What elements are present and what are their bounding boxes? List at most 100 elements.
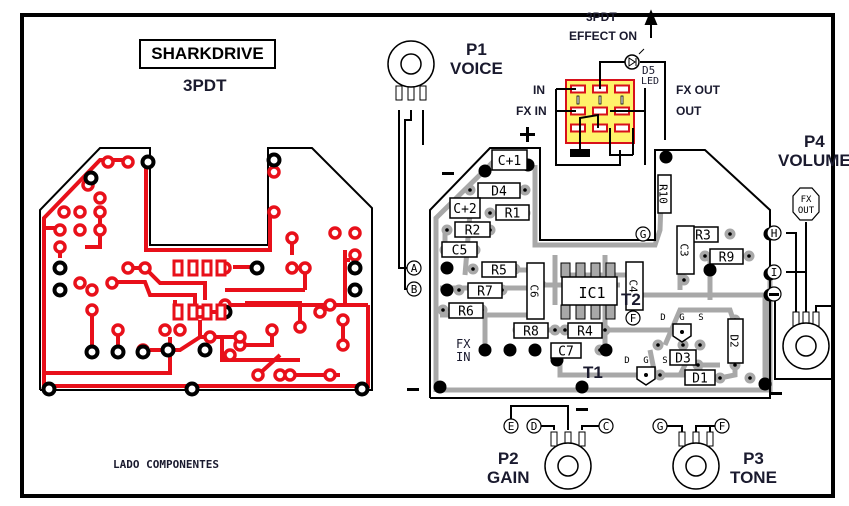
terminal-h: H bbox=[766, 225, 782, 241]
copper-pad bbox=[313, 305, 327, 319]
terminal-e: E bbox=[503, 418, 519, 434]
copper-pad bbox=[158, 323, 172, 337]
copper-pad bbox=[57, 205, 71, 219]
svg-text:OUT: OUT bbox=[798, 206, 815, 216]
ground-pad bbox=[135, 344, 151, 360]
p3-id: P3 bbox=[743, 449, 764, 468]
capacitor-c5: C5 bbox=[441, 241, 478, 259]
terminal-d: D bbox=[526, 418, 542, 434]
resistor-r4: R4 bbox=[567, 322, 603, 340]
ground-pad bbox=[249, 260, 265, 276]
capacitor-c4: C4 bbox=[625, 261, 644, 311]
svg-text:C+2: C+2 bbox=[453, 202, 476, 217]
copper-pad bbox=[73, 205, 87, 219]
t2-label: T2 bbox=[621, 290, 641, 309]
ground-pad bbox=[503, 343, 517, 357]
copper-pad bbox=[336, 338, 350, 352]
copper-pad bbox=[53, 240, 67, 254]
svg-text:H: H bbox=[771, 227, 778, 240]
ground-pad bbox=[478, 164, 492, 178]
svg-text:C4: C4 bbox=[627, 279, 640, 293]
ground-pad bbox=[478, 343, 492, 357]
copper-pad bbox=[323, 298, 337, 312]
drawing-frame bbox=[20, 13, 835, 498]
copper-pad bbox=[111, 323, 125, 337]
ground-pad bbox=[433, 380, 447, 394]
switch-type-label: 3PDT bbox=[586, 10, 617, 24]
ground-pad bbox=[184, 381, 200, 397]
svg-text:R6: R6 bbox=[458, 305, 474, 320]
pot-p1-voice[interactable] bbox=[387, 40, 435, 101]
copper-pad bbox=[265, 323, 279, 337]
ground-pad bbox=[659, 150, 673, 164]
svg-text:R5: R5 bbox=[491, 264, 507, 279]
ground-pad bbox=[160, 342, 176, 358]
svg-text:D: D bbox=[660, 313, 665, 323]
ground-pad bbox=[110, 344, 126, 360]
svg-text:G: G bbox=[643, 356, 648, 366]
svg-text:C7: C7 bbox=[558, 345, 574, 360]
copper-pad bbox=[53, 223, 67, 237]
fx-in-line1: FX bbox=[456, 337, 471, 351]
svg-text:FX: FX bbox=[801, 195, 812, 205]
switch-fxout-label: FX OUT bbox=[676, 83, 720, 97]
ground-pad bbox=[52, 260, 68, 276]
ground-pad bbox=[84, 344, 100, 360]
ground-pad bbox=[41, 381, 57, 397]
ground-pad bbox=[440, 261, 454, 275]
led-sub-label: LED bbox=[641, 76, 660, 87]
p2-id: P2 bbox=[497, 449, 519, 468]
p1-name: VOICE bbox=[450, 59, 503, 78]
terminal-g: G bbox=[652, 418, 668, 434]
terminal-b: B bbox=[406, 281, 422, 297]
fx-in-label: FX IN bbox=[456, 338, 470, 364]
ic-pad bbox=[172, 259, 184, 277]
switch-fxin-label: FX IN bbox=[516, 104, 547, 118]
p3-name: TONE bbox=[730, 468, 777, 487]
pot-p3-tone[interactable] bbox=[672, 431, 720, 490]
switch-lug bbox=[614, 84, 630, 94]
svg-text:R1: R1 bbox=[505, 207, 521, 222]
capacitor-c7: C7 bbox=[550, 342, 582, 360]
svg-text:F: F bbox=[719, 420, 726, 433]
pot-p2-gain[interactable] bbox=[544, 431, 592, 490]
ground-pad bbox=[440, 283, 454, 297]
led-d5-icon bbox=[624, 48, 645, 70]
copper-pad bbox=[85, 283, 99, 297]
ic-pad bbox=[215, 259, 227, 277]
ground-pad bbox=[83, 170, 99, 186]
t1-label: T1 bbox=[583, 363, 603, 382]
copper-pad bbox=[323, 368, 337, 382]
resistor-r9: R9 bbox=[709, 248, 744, 266]
svg-text:D: D bbox=[624, 356, 629, 366]
electrolytic-c1: C+1 bbox=[491, 149, 528, 171]
svg-text:G: G bbox=[657, 420, 664, 433]
ic-pad bbox=[187, 259, 199, 277]
copper-pad bbox=[348, 248, 362, 262]
copper-pad bbox=[73, 276, 87, 290]
copper-pad bbox=[138, 261, 152, 275]
svg-text:E: E bbox=[508, 420, 515, 433]
resistor-r7: R7 bbox=[467, 282, 503, 300]
ic-pad bbox=[201, 259, 213, 277]
svg-text:I: I bbox=[771, 266, 778, 279]
switch-lug bbox=[592, 106, 608, 116]
svg-text:S: S bbox=[698, 313, 703, 323]
svg-text:R8: R8 bbox=[523, 325, 539, 340]
p1-id: P1 bbox=[466, 40, 487, 59]
pot-p4-volume[interactable] bbox=[782, 311, 830, 370]
copper-pad bbox=[223, 348, 237, 362]
resistor-r2: R2 bbox=[454, 221, 491, 239]
project-subtitle: 3PDT bbox=[183, 76, 227, 95]
svg-text:R10: R10 bbox=[657, 184, 670, 204]
ground-pad bbox=[703, 263, 717, 277]
switch-out-label: OUT bbox=[676, 104, 702, 118]
copper-pad bbox=[203, 330, 217, 344]
copper-pad bbox=[298, 261, 312, 275]
ground-pad bbox=[266, 152, 282, 168]
copper-pad bbox=[93, 223, 107, 237]
ground-pad bbox=[354, 381, 370, 397]
